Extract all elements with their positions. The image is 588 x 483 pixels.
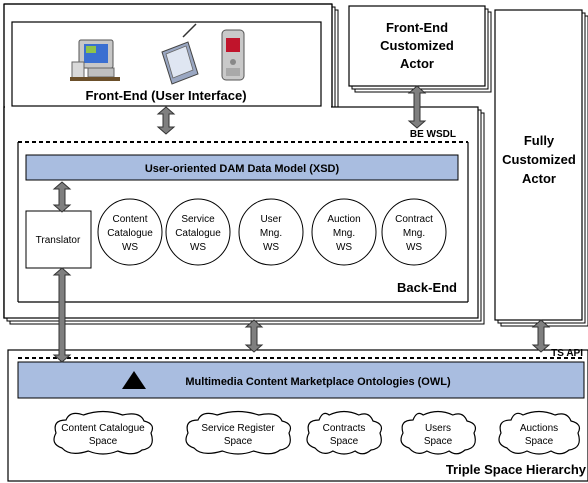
arrow-model-translator bbox=[52, 181, 72, 213]
space-label: Space bbox=[424, 436, 453, 447]
web-service-label: Content bbox=[112, 214, 147, 225]
space-label: Service Register bbox=[201, 423, 275, 434]
triple-space-title: Triple Space Hierarchy bbox=[446, 462, 587, 477]
arrow-translator-ontology bbox=[52, 267, 72, 363]
translator-box bbox=[25, 210, 92, 269]
web-service-label: Catalogue bbox=[107, 228, 153, 239]
web-service-label: WS bbox=[263, 242, 279, 253]
web-service-label: WS bbox=[336, 242, 352, 253]
frontend-actor-label-1: Front-End bbox=[386, 20, 448, 35]
arrow-backend-ts bbox=[244, 319, 264, 353]
web-service-circle bbox=[238, 198, 304, 266]
fully-actor-label-3: Actor bbox=[522, 171, 556, 186]
space-label: Space bbox=[224, 436, 253, 447]
web-service-label: Mng. bbox=[403, 228, 425, 239]
space-label: Space bbox=[525, 436, 554, 447]
space-label: Space bbox=[330, 436, 359, 447]
ontologies-band bbox=[17, 361, 585, 399]
web-service-label: Contract bbox=[395, 214, 433, 225]
data-model-label: User-oriented DAM Data Model (XSD) bbox=[145, 163, 340, 175]
backend-title: Back-End bbox=[397, 280, 457, 295]
arrow-actor-backend bbox=[407, 85, 427, 129]
desktop-computer-icon bbox=[70, 39, 120, 81]
space-label: Users bbox=[425, 423, 451, 434]
arrow-frontend-backend bbox=[156, 106, 176, 135]
cloud-shape bbox=[185, 410, 292, 455]
web-service-label: Mng. bbox=[260, 228, 282, 239]
triangle-icon bbox=[122, 371, 146, 389]
ts-api-label: TS API bbox=[551, 348, 583, 359]
arrows bbox=[52, 85, 551, 363]
web-service-label: Service bbox=[181, 214, 215, 225]
web-service-circle bbox=[165, 198, 231, 266]
web-services: ContentCatalogueWSServiceCatalogueWSUser… bbox=[97, 198, 447, 266]
space-label: Space bbox=[89, 436, 118, 447]
frontend-title: Front-End (User Interface) bbox=[85, 88, 246, 103]
cloud-shape bbox=[400, 410, 477, 455]
frontend-actor-label-2: Customized bbox=[380, 38, 454, 53]
web-service-circle bbox=[311, 198, 377, 266]
fully-actor-label-2: Customized bbox=[502, 152, 576, 167]
web-service-label: Mng. bbox=[333, 228, 355, 239]
web-service-label: WS bbox=[122, 242, 138, 253]
data-model-band bbox=[25, 154, 459, 181]
pda-icon bbox=[161, 23, 199, 85]
ontologies-label: Multimedia Content Marketplace Ontologie… bbox=[185, 376, 451, 388]
frontend-actor-box bbox=[348, 5, 486, 87]
web-service-circle bbox=[381, 198, 447, 266]
space-label: Contracts bbox=[323, 423, 366, 434]
cloud-shape bbox=[498, 410, 581, 455]
fully-actor-label-1: Fully bbox=[524, 133, 555, 148]
mobile-phone-icon bbox=[221, 29, 245, 81]
space-label: Content Catalogue bbox=[61, 423, 145, 434]
web-service-circle bbox=[97, 198, 163, 266]
web-service-label: Auction bbox=[327, 214, 360, 225]
be-wsdl-label: BE WSDL bbox=[410, 129, 456, 140]
cloud-shape bbox=[53, 410, 154, 455]
web-service-label: WS bbox=[190, 242, 206, 253]
cloud-shape bbox=[306, 410, 383, 455]
space-label: Auctions bbox=[520, 423, 558, 434]
web-service-label: WS bbox=[406, 242, 422, 253]
web-service-label: User bbox=[260, 214, 282, 225]
arrow-actor-ts bbox=[531, 319, 551, 353]
fully-actor-box bbox=[494, 9, 583, 321]
web-service-label: Catalogue bbox=[175, 228, 221, 239]
frontend-actor-label-3: Actor bbox=[400, 56, 434, 71]
translator-label: Translator bbox=[36, 235, 81, 246]
